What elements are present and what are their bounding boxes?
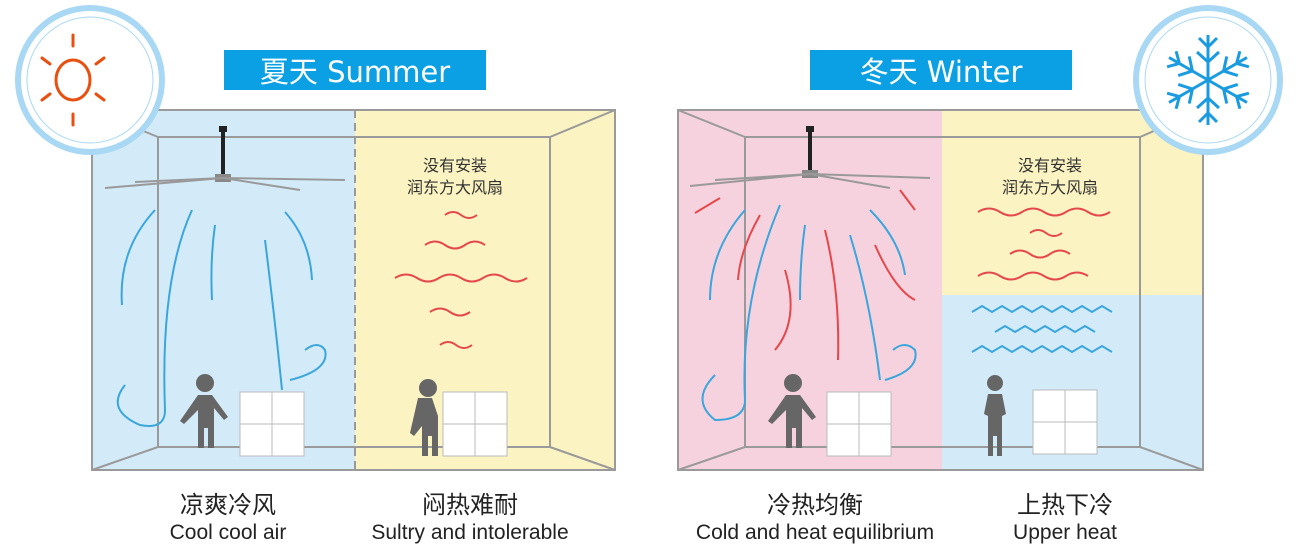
fan-icon [104,126,346,191]
shivering-person-icon [984,375,1006,456]
note-line2: 润东方大风扇 [406,178,503,197]
winter-room [677,109,1204,471]
caption-en: Upper heat [1013,521,1117,544]
cool-air-arrows [116,209,327,427]
sweating-person-icon [410,379,438,456]
sun-icon [15,5,165,155]
summer-title-banner: 夏天 Summer [224,50,486,90]
caption-zh: 凉爽冷风 [180,491,276,519]
person-icon [768,374,816,448]
summer-with-fan-caption: 凉爽冷风 Cool cool air [118,490,338,546]
boxes [826,389,1098,457]
snowflake-icon [1133,5,1283,155]
note-line1: 没有安装 [1017,156,1082,175]
winter-no-fan-note: 没有安装 润东方大风扇 [980,155,1120,199]
fan-icon [689,126,931,189]
winter-title-banner: 冬天 Winter [810,50,1072,90]
heat-waves [394,211,528,349]
caption-zh: 上热下冷 [1017,491,1113,519]
note-line2: 润东方大风扇 [1001,178,1098,197]
winter-without-fan-caption: 上热下冷 Upper heat [975,490,1155,546]
caption-zh: 冷热均衡 [767,491,863,519]
caption-en: Cold and heat equilibrium [695,521,935,544]
note-line1: 没有安装 [422,156,487,175]
summer-room [91,109,616,471]
summer-no-fan-note: 没有安装 润东方大风扇 [385,155,525,199]
caption-en: Cool cool air [169,521,287,544]
caption-en: Sultry and intolerable [371,521,569,544]
boxes [239,391,508,457]
summer-without-fan-caption: 闷热难耐 Sultry and intolerable [350,490,590,546]
caption-zh: 闷热难耐 [422,491,518,519]
person-icon [180,374,228,448]
winter-with-fan-caption: 冷热均衡 Cold and heat equilibrium [675,490,955,546]
